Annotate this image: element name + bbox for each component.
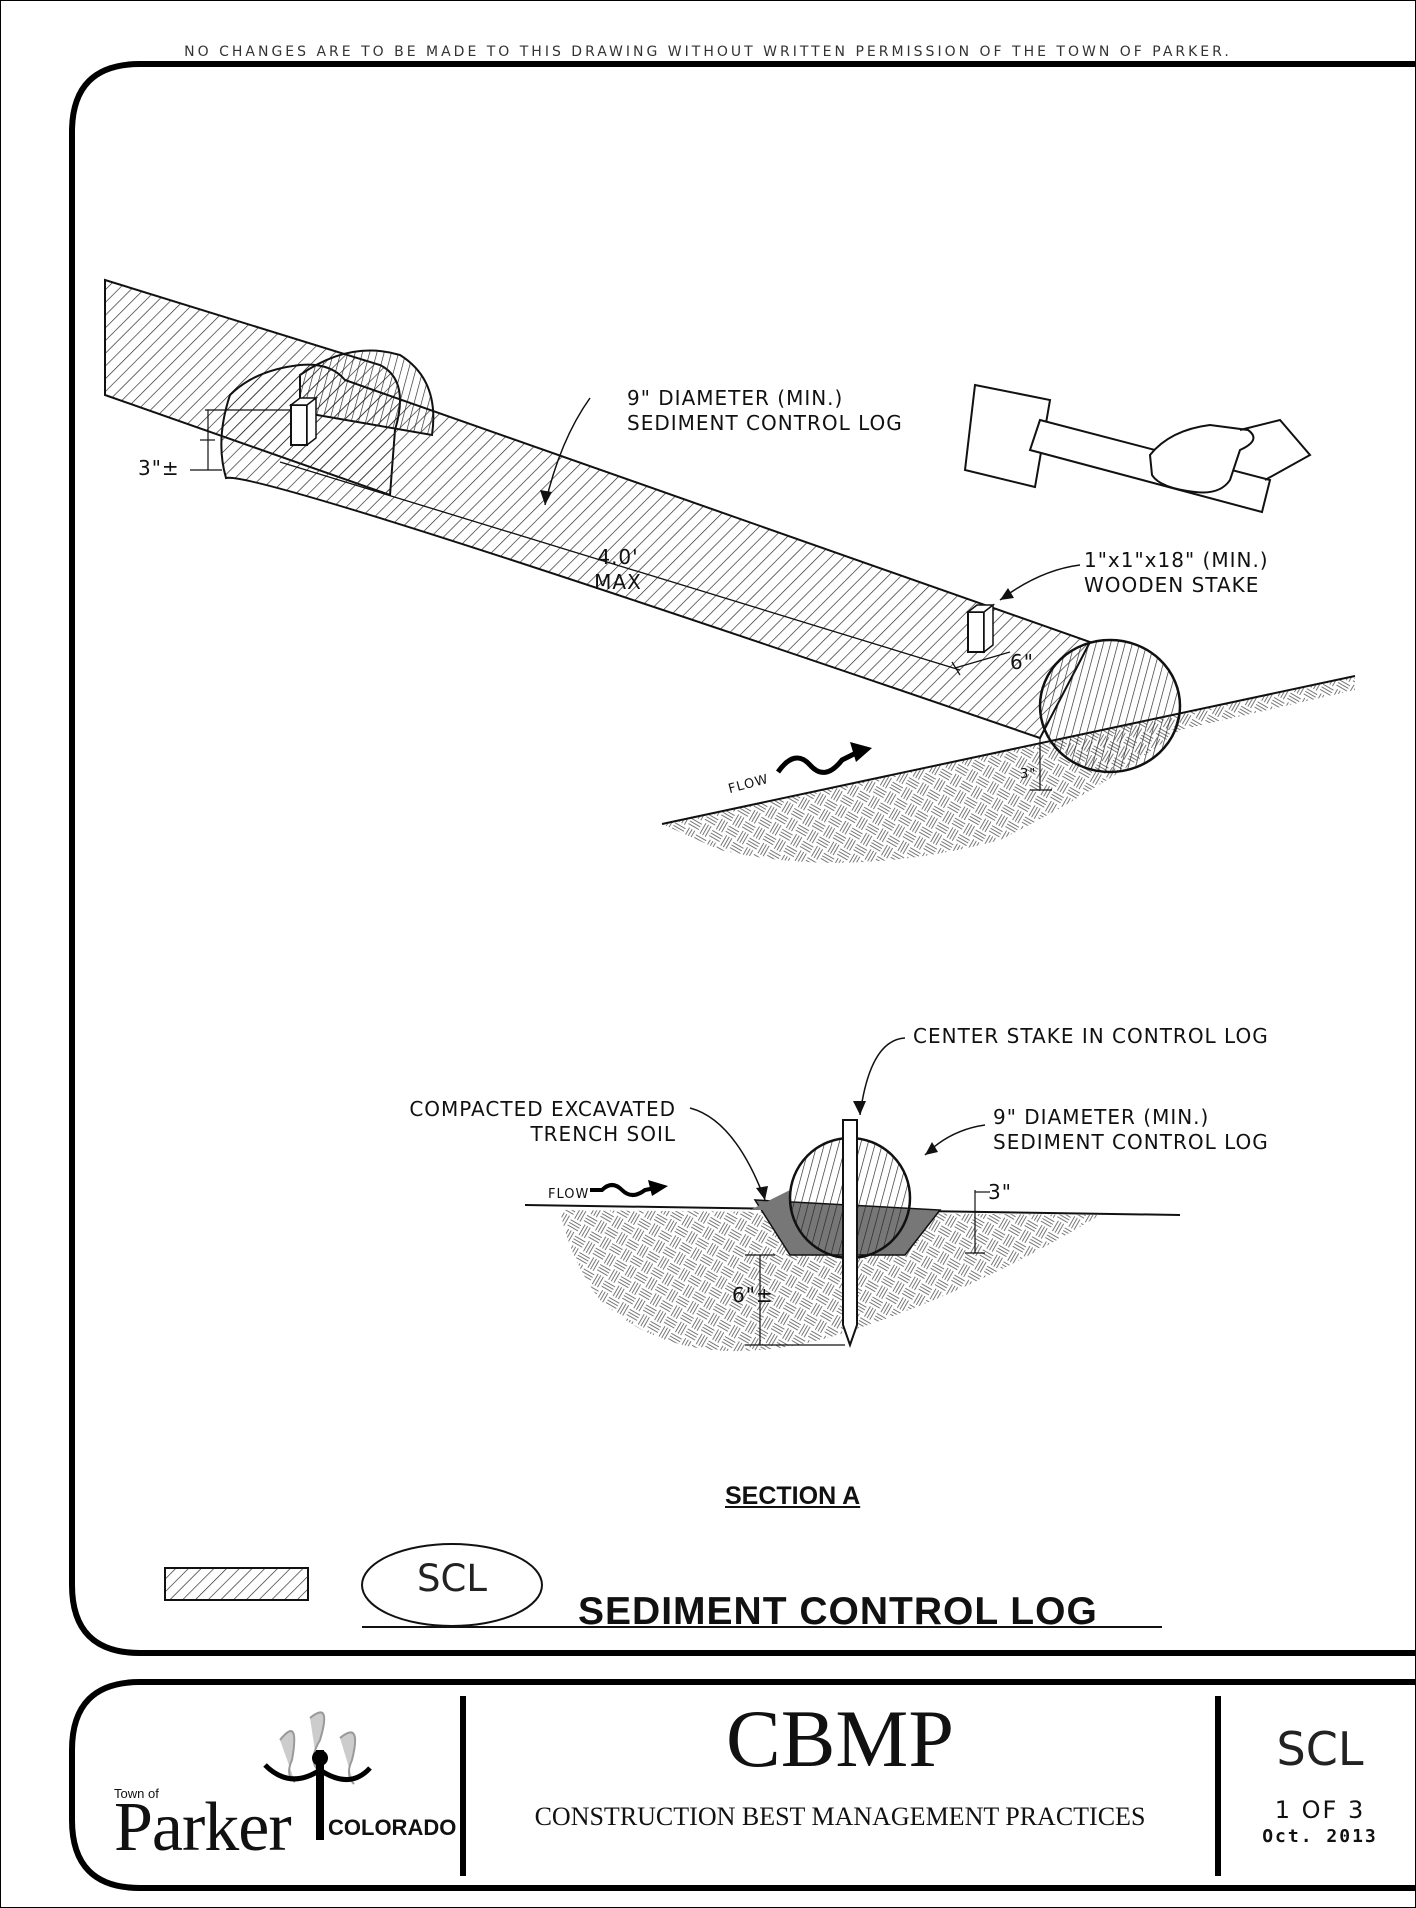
section-flow-label: FLOW [548, 1187, 590, 1202]
sediment-log-end [1038, 638, 1182, 774]
section-title: SECTION A [725, 1482, 861, 1510]
sediment-log [220, 363, 1092, 740]
titleblock-subheading: CONSTRUCTION BEST MANAGEMENT PRACTICES [534, 1802, 1146, 1831]
stake-left [290, 404, 308, 446]
titleblock-frame [69, 1679, 1416, 1891]
section-log-label: 9" DIAMETER (MIN.) SEDIMENT CONTROL LOG [993, 1105, 1269, 1154]
section-flow-arrow-icon [590, 1183, 656, 1197]
sheet-number: 1 OF 3 [1274, 1796, 1366, 1824]
embed-dimension: 3" [1020, 767, 1037, 782]
overlap-dimension: 3"± [138, 456, 180, 480]
legend-hatch-swatch [164, 1567, 309, 1601]
stake-right [967, 611, 985, 653]
flow-arrow-icon [775, 749, 860, 775]
section-soil [560, 1210, 1100, 1352]
drawing-title: SEDIMENT CONTROL LOG [578, 1590, 1098, 1633]
scl-symbol: SCL [417, 1557, 487, 1600]
spacing-dimension: 4.0' MAX [594, 545, 642, 594]
sheet-date: Oct. 2013 [1262, 1826, 1378, 1847]
section-embed-dimension: 3" [988, 1180, 1012, 1204]
titleblock-heading: CBMP [726, 1693, 954, 1784]
section-a [524, 1037, 1181, 1352]
legend [164, 1543, 1162, 1628]
stake-depth-dimension: 6"± [732, 1283, 774, 1307]
end-dimension: 6" [1010, 650, 1034, 674]
soil-label: COMPACTED EXCAVATED TRENCH SOIL [409, 1097, 676, 1146]
section-stake [842, 1119, 858, 1349]
main-frame [69, 61, 1416, 1656]
ground-soil [662, 676, 1355, 863]
log-label: 9" DIAMETER (MIN.) SEDIMENT CONTROL LOG [627, 386, 903, 435]
sheet-code: SCL [1276, 1722, 1364, 1776]
stake-label: 1"x1"x18" (MIN.) WOODEN STAKE [1084, 548, 1269, 597]
parker-logo-icon [263, 1711, 372, 1840]
logo-state: COLORADO [328, 1815, 457, 1840]
logo-parker: Parker [114, 1789, 292, 1866]
logo-town-of: Town of [114, 1786, 159, 1801]
isometric-view [104, 278, 1356, 863]
center-stake-label: CENTER STAKE IN CONTROL LOG [913, 1024, 1269, 1048]
mallet-icon [963, 383, 1312, 514]
drawing-notice: NO CHANGES ARE TO BE MADE TO THIS DRAWIN… [184, 44, 1232, 60]
